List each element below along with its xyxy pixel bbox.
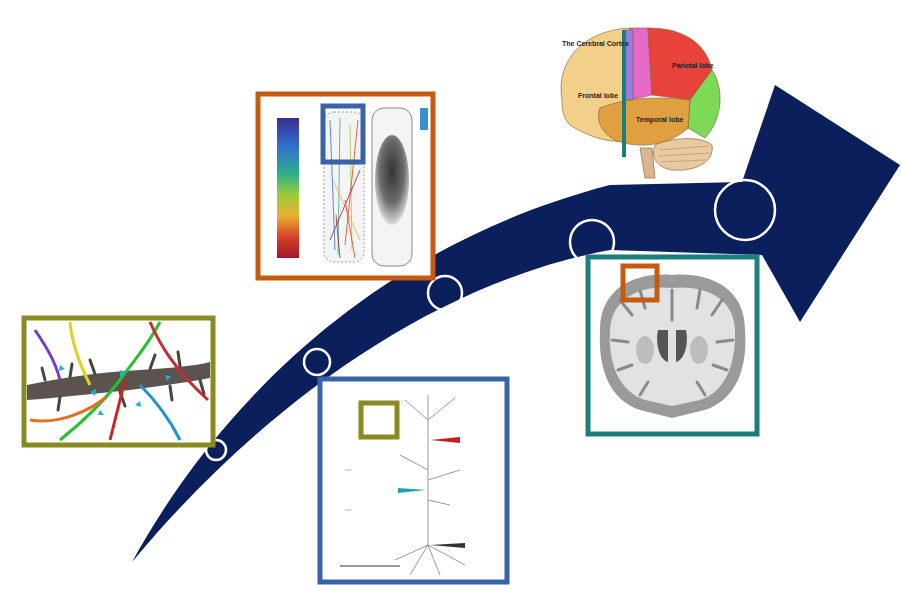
progress-arrow bbox=[132, 85, 900, 562]
figure-title: The Cerebral Cortex bbox=[562, 40, 629, 48]
lobe-label: Frontal lobe bbox=[578, 92, 618, 100]
coronal-panel bbox=[588, 257, 757, 434]
lobe-label: Parietal lobe bbox=[672, 62, 714, 70]
synapse-panel bbox=[24, 318, 213, 445]
neuron-panel bbox=[320, 379, 507, 582]
brain-lobes bbox=[561, 28, 720, 178]
lobe-label: Temporal lobe bbox=[636, 116, 683, 124]
column-panel bbox=[258, 94, 433, 278]
